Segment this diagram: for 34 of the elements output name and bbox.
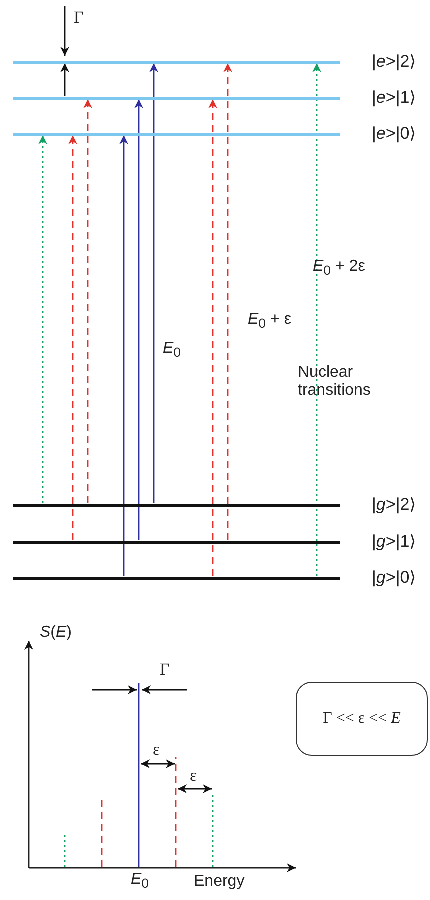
transition-arrow [38,136,48,504]
spacing-label: ε [190,766,198,786]
state-label: |e>|1⟩ [372,88,417,108]
energy-level-line [13,504,340,506]
transition-arrow [134,100,144,540]
energy-label: E$_{0}$ [163,340,182,360]
energy-level-line [13,96,340,100]
energy-label: E$_{0}$ + ε [248,311,292,332]
energy-level-line [13,540,340,544]
spacing-label: ε [153,740,160,760]
transition-arrow [208,100,218,576]
condition-box: Γ << ε << E [296,682,428,756]
annotation-text: Nuclear transitions [298,364,372,401]
transition-arrow [120,136,128,576]
energy-level-line [13,576,340,580]
axis-label: S(E) [40,624,72,642]
state-label: |g>|2⟩ [372,495,417,515]
transition-arrow [60,64,70,96]
transition-arrow [224,64,232,540]
transition-arrow [150,64,158,504]
axis-tick-label: E$_{0}$ [131,871,150,892]
axis-label: Energy [194,873,245,892]
state-label: |e>|0⟩ [372,124,417,144]
energy-label: E$_{0}$ + 2ε [313,258,366,278]
transition-arrow [68,136,78,540]
energy-level-line [13,132,340,136]
transition-arrow [312,64,322,576]
state-label: |g>|0⟩ [372,568,417,588]
transition-arrow [84,100,92,504]
state-label: |e>|2⟩ [372,52,417,72]
energy-level-line [13,60,340,64]
width-label: Γ [74,8,84,28]
state-label: |g>|1⟩ [372,532,417,552]
width-label: Γ [160,660,170,680]
